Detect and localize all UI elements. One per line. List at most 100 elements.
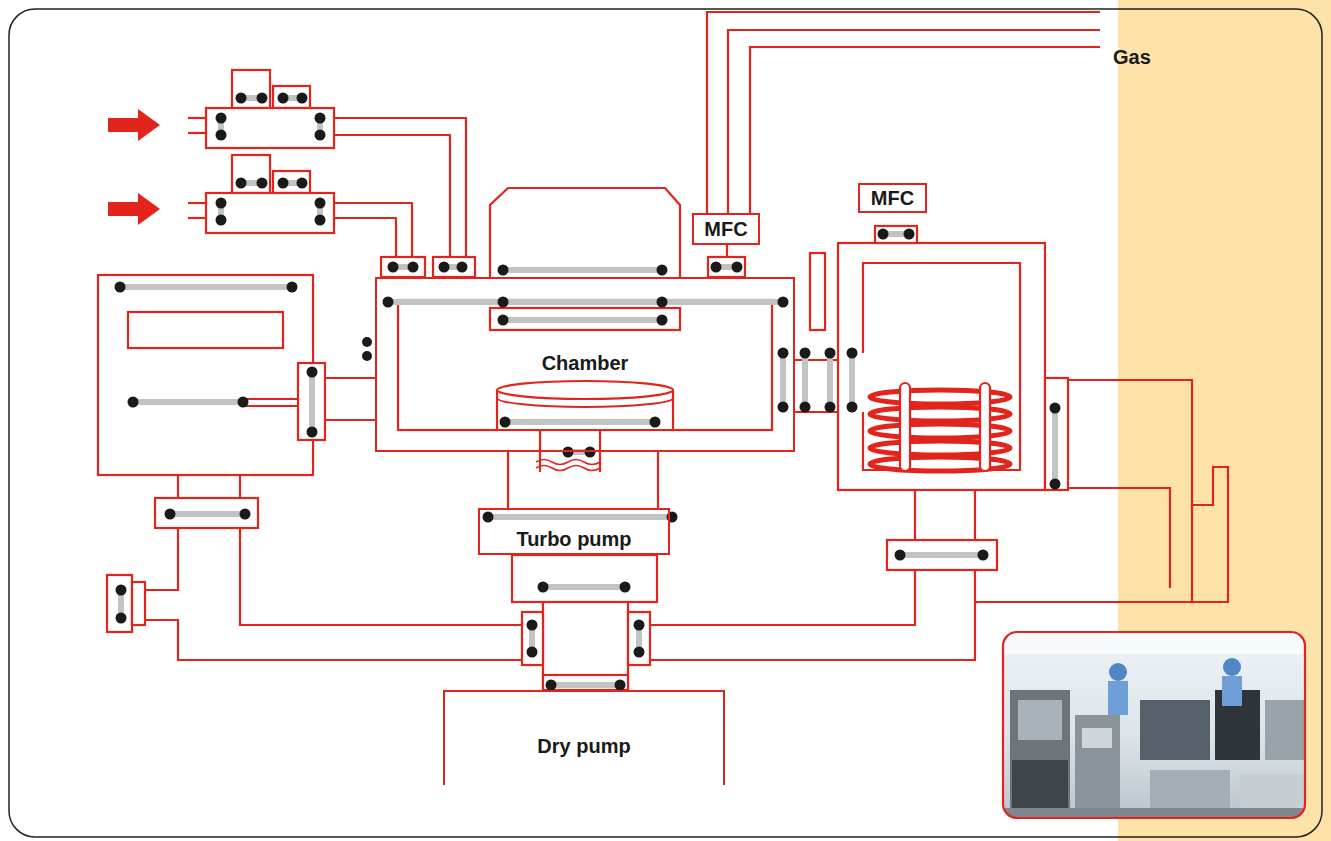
flange [439,262,450,273]
valve-block [188,70,334,148]
gas-pipe [334,218,396,257]
pump-flange [538,582,549,593]
load-lock [128,312,283,348]
plasma-source [795,226,1228,602]
flange [711,262,722,273]
plasma-source [800,402,811,413]
gas-pipe [334,118,466,257]
load-lock [307,367,318,378]
inlet-arrow [108,109,160,141]
plasma-source [914,490,916,540]
valve-block [188,217,206,219]
chamber-interior [490,308,680,330]
plasma-source [847,402,858,413]
load-lock [238,397,249,408]
gas-line [707,12,1100,213]
wafer-stage [563,447,574,458]
load-lock [120,284,292,290]
wafer-stage [497,381,673,399]
chamber-lid [490,188,680,277]
plasma-source [847,348,858,359]
node-label: MFC [704,218,747,240]
valve-block [257,93,268,104]
chamber-interior [362,297,789,431]
chamber-interior [383,297,394,308]
load-lock [115,282,318,624]
valve-block [273,86,310,108]
wafer-stage [500,417,511,428]
load-lock [307,427,318,438]
flange [381,257,425,277]
valve-block [206,193,334,233]
mfc-box: MFC [692,213,760,245]
chamber-interior [778,297,789,308]
gas-pipe [334,203,412,257]
plasma-source [778,229,1061,561]
chamber-interior [503,317,662,323]
load-lock [239,475,241,498]
flange [457,262,468,273]
wafer-stage [536,460,600,471]
cleanroom-photo [1003,808,1305,818]
pump-flange [615,680,626,691]
flange [708,257,745,277]
plasma-source [904,229,915,240]
load-lock [116,613,127,624]
cleanroom-photo [1018,700,1062,740]
gas-label: Gas [1113,46,1151,68]
turbo-pump-box: Turbo pump [478,508,670,555]
plasma-source [827,353,833,407]
pump-flange [483,512,678,691]
node-label: Dry pump [537,735,630,757]
valve-block [315,130,326,141]
load-lock [240,509,251,520]
chamber-interior [362,351,372,361]
valve-block [257,178,268,189]
background-band [1118,0,1331,841]
chamber-interior [398,300,772,430]
wafer-stage [650,417,661,428]
load-lock [287,282,298,293]
pump-flange [483,512,494,523]
cleanroom-photo [1075,715,1120,818]
valve-block [221,183,320,220]
plasma-source [825,402,836,413]
chamber-interior [657,315,668,326]
pump-flange [650,570,915,625]
plasma-source [974,490,976,540]
valve-block [188,117,206,119]
pump-flange [512,555,657,602]
cleanroom-photo [1222,676,1242,706]
vacuum-line [657,452,659,508]
plasma-source [838,243,1045,490]
chamber-lid [503,267,662,273]
gas-pipe [334,135,450,257]
load-lock [298,363,325,440]
load-lock [98,275,313,475]
vacuum-line [508,452,658,508]
cleanroom-photo [1082,728,1112,748]
pump-flange [620,582,631,593]
flange [433,257,475,277]
valve-block [232,155,270,193]
cleanroom-photo [1003,632,1305,818]
cleanroom-photo [1223,658,1241,676]
node-label: MFC [871,187,914,209]
frame [9,9,1322,837]
plasma-source [810,253,825,330]
valve-block [216,113,227,124]
load-lock [243,398,298,400]
valve-block [216,130,227,141]
load-lock [170,511,245,517]
load-lock [115,282,126,293]
flange [388,262,399,273]
plasma-source [825,348,836,359]
wafer-stage [497,381,673,472]
pump-flange [634,620,645,631]
plasma-source [778,226,1229,602]
chamber-lid [657,265,668,276]
plasma-source [875,226,917,243]
load-lock [132,582,145,625]
load-lock [325,419,375,421]
